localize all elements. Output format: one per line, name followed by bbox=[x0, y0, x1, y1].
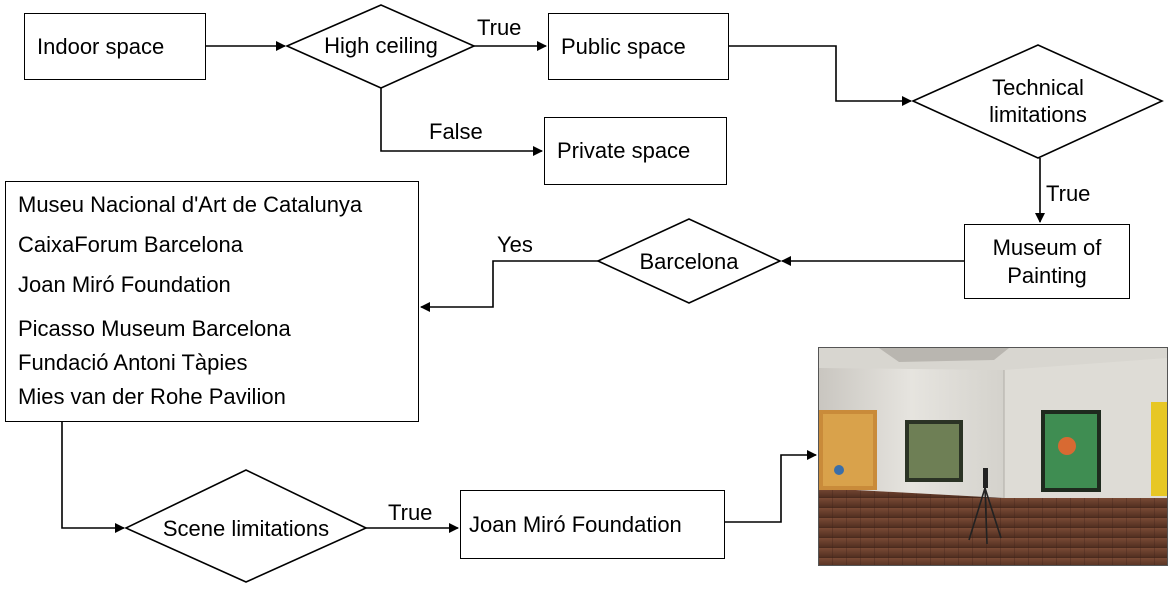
node-private-space: Private space bbox=[544, 117, 727, 185]
museum-list-item: CaixaForum Barcelona bbox=[18, 232, 243, 257]
edge-label-true: True bbox=[1046, 181, 1091, 206]
node-museum-of-painting-label: Museum of Painting bbox=[992, 235, 1102, 288]
museum-list-box: Museu Nacional d'Art de Catalunya CaixaF… bbox=[5, 181, 419, 422]
museum-list-item: Museu Nacional d'Art de Catalunya bbox=[18, 192, 363, 217]
gallery-photo-illustration bbox=[819, 348, 1167, 565]
node-indoor-space-label: Indoor space bbox=[37, 33, 165, 59]
edge-list-to-scene bbox=[61, 422, 125, 533]
gallery-photo bbox=[818, 347, 1168, 566]
node-barcelona-label: Barcelona bbox=[639, 249, 739, 275]
barcelona-diamond bbox=[596, 218, 782, 304]
node-joan-miro-foundation: Joan Miró Foundation bbox=[460, 490, 725, 559]
node-public-space: Public space bbox=[548, 13, 729, 80]
node-high-ceiling-label: High ceiling bbox=[324, 33, 438, 59]
node-museum-of-painting: Museum of Painting bbox=[964, 224, 1130, 299]
edge-barcelona-to-list bbox=[420, 260, 598, 312]
edge-joanmiro-to-photo bbox=[725, 450, 817, 523]
edge-label-yes: Yes bbox=[497, 232, 533, 257]
node-scene-limitations-label: Scene limitations bbox=[162, 516, 330, 542]
museum-list-item: Joan Miró Foundation bbox=[18, 272, 231, 297]
museum-list-item: Mies van der Rohe Pavilion bbox=[18, 384, 286, 409]
node-indoor-space: Indoor space bbox=[24, 13, 206, 80]
node-joan-miro-foundation-label: Joan Miró Foundation bbox=[469, 511, 682, 537]
edge-highceiling-to-private bbox=[380, 88, 543, 156]
node-public-space-label: Public space bbox=[561, 33, 686, 59]
technical-limitations-diamond bbox=[911, 44, 1164, 159]
edge-label-true: True bbox=[477, 15, 522, 40]
node-technical-limitations-label: Technical limitations bbox=[989, 74, 1087, 128]
edge-public-to-technical bbox=[729, 45, 912, 106]
edge-label-true: True bbox=[388, 500, 433, 525]
node-private-space-label: Private space bbox=[557, 138, 691, 163]
edge-label-false: False bbox=[429, 119, 483, 144]
museum-list-item: Picasso Museum Barcelona bbox=[18, 316, 291, 341]
museum-list-item: Fundació Antoni Tàpies bbox=[18, 350, 248, 375]
